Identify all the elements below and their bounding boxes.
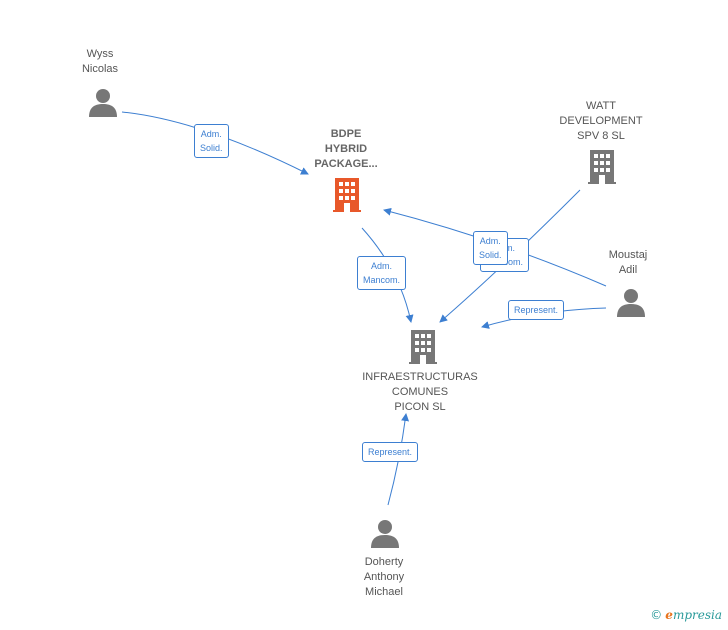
building-icon[interactable]	[588, 150, 616, 184]
edge-label-moustaj-infra: Represent.	[508, 300, 565, 320]
edge-label-doherty-infra: Represent.	[362, 442, 419, 462]
node-label-wyss[interactable]: Wyss Nicolas	[81, 48, 119, 75]
edge-label-moustaj-bdpe: Adm. Solid.	[473, 231, 508, 265]
edge-label-bdpe-infra: Adm. Mancom.	[357, 256, 407, 290]
building-icon[interactable]	[333, 178, 361, 212]
empresia-logo[interactable]: ©empresia	[650, 608, 722, 622]
person-icon[interactable]	[617, 289, 645, 317]
node-label-moustaj[interactable]: Moustaj Adil	[608, 249, 648, 276]
node-label-watt[interactable]: WATT DEVELOPMENT SPV 8 SL	[559, 100, 643, 142]
edge-label-wyss-bdpe: Adm. Solid.	[194, 124, 229, 158]
node-label-doherty[interactable]: Doherty Anthony Michael	[363, 556, 405, 598]
node-label-bdpe[interactable]: BDPE HYBRID PACKAGE...	[314, 128, 378, 170]
node-label-infra[interactable]: INFRAESTRUCTURAS COMUNES PICON SL	[362, 371, 478, 413]
building-icon[interactable]	[409, 330, 437, 364]
person-icon[interactable]	[371, 520, 399, 548]
person-icon[interactable]	[89, 89, 117, 117]
